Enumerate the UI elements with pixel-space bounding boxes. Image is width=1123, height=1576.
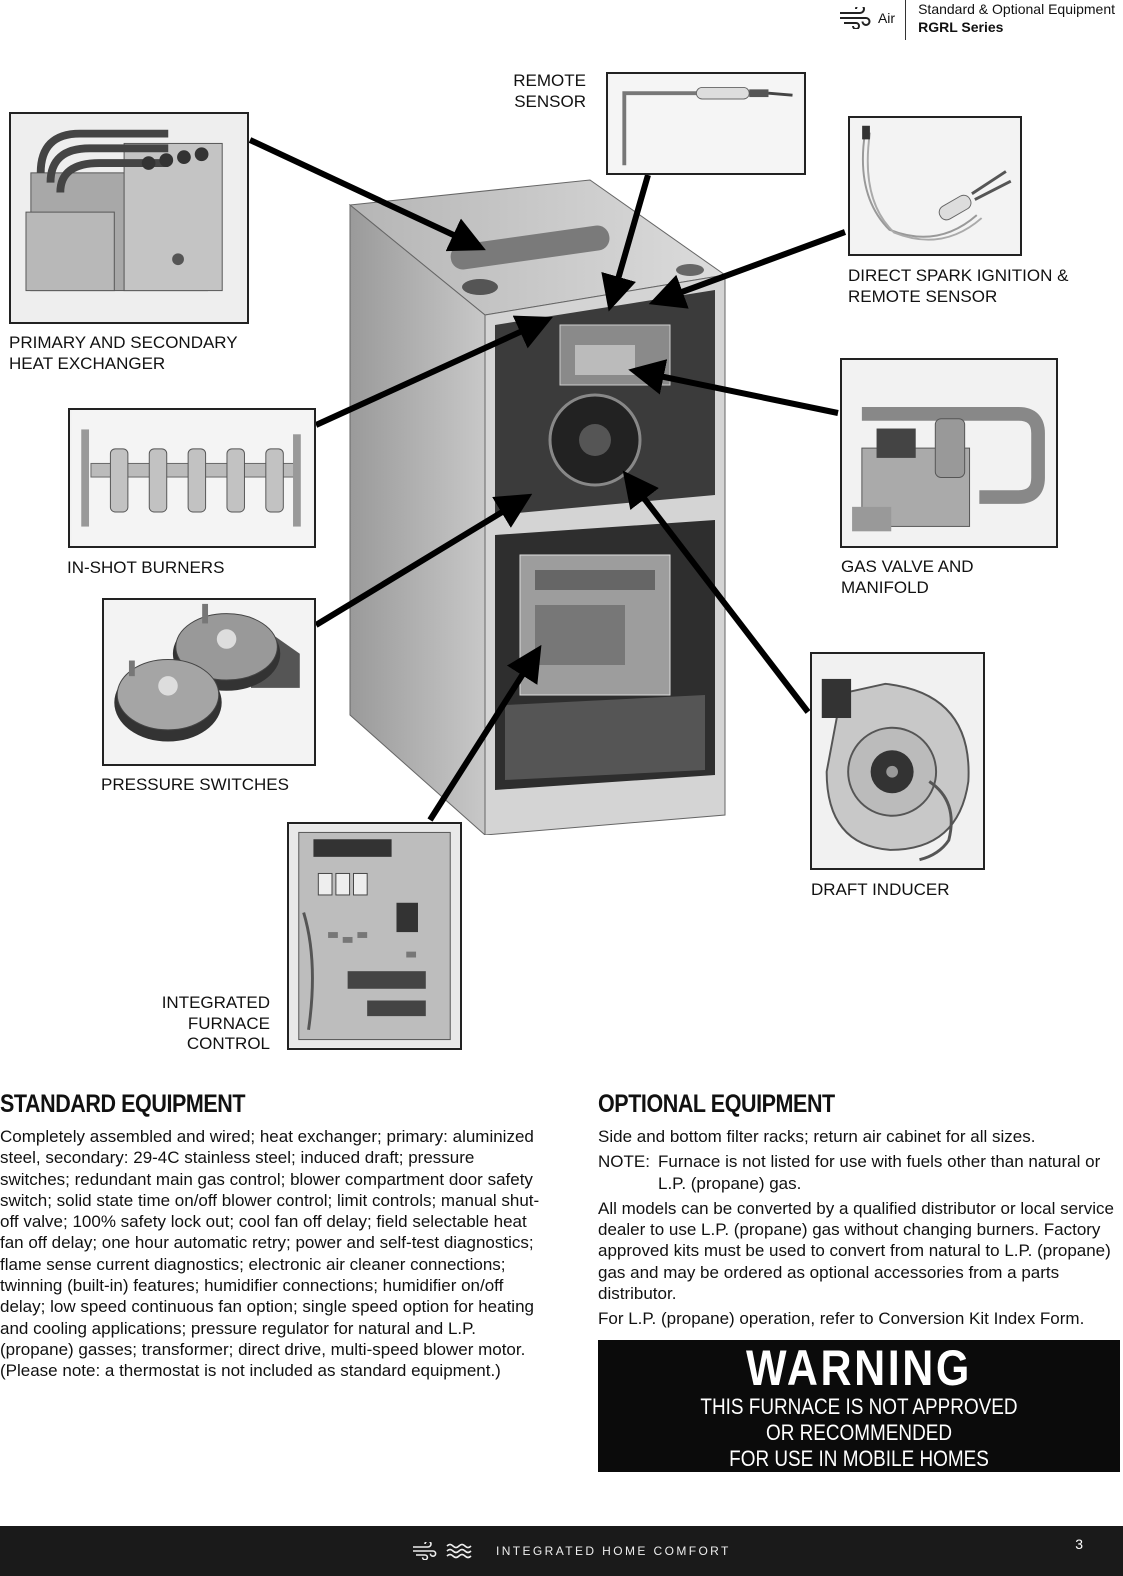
label-spark-ignition: DIRECT SPARK IGNITION & REMOTE SENSOR [848,266,1069,306]
label-heat-exchanger: PRIMARY AND SECONDARY HEAT EXCHANGER [9,333,238,373]
remote-sensor-photo [606,72,806,175]
wind-icon [839,7,871,29]
optional-equipment-text: Side and bottom filter racks; return air… [598,1126,1123,1334]
footer-brand: INTEGRATED HOME COMFORT [496,1544,731,1558]
note-key: NOTE: [598,1152,650,1172]
optional-equipment-heading: OPTIONAL EQUIPMENT [598,1090,835,1118]
label-draft-inducer: DRAFT INDUCER [811,880,950,899]
burners-photo [68,408,316,548]
header-title: Standard & Optional Equipment [918,1,1115,17]
standard-equipment-text: Completely assembled and wired; heat exc… [0,1127,540,1381]
label-pressure-switches: PRESSURE SWITCHES [101,775,289,794]
optional-p2: All models can be converted by a qualifi… [598,1198,1114,1304]
warning-line: THIS FURNACE IS NOT APPROVED [700,1394,1018,1419]
spark-ignition-photo [848,116,1022,256]
warning-box: WARNING THIS FURNACE IS NOT APPROVED OR … [598,1340,1120,1472]
category-tag: Air [838,0,905,36]
label-gas-valve: GAS VALVE AND MANIFOLD [841,557,974,597]
warning-line: FOR USE IN MOBILE HOMES [729,1446,989,1471]
standard-equipment-heading: STANDARD EQUIPMENT [0,1090,246,1118]
label-burners: IN-SHOT BURNERS [67,558,225,577]
draft-inducer-photo [810,652,985,870]
category-label: Air [877,10,896,26]
gas-valve-photo [840,358,1058,548]
page-header: Air Standard & Optional Equipment RGRL S… [838,0,1115,42]
optional-note: NOTE: Furnace is not listed for use with… [598,1151,1123,1194]
label-furnace-control: INTEGRATED FURNACE CONTROL [161,993,270,1054]
heat-exchanger-photo [9,112,249,324]
header-divider [905,0,907,40]
page-number: 3 [1075,1536,1083,1552]
page-footer: INTEGRATED HOME COMFORT 3 [0,1526,1123,1576]
optional-p1: Side and bottom filter racks; return air… [598,1127,1036,1146]
furnace-photo [340,175,740,837]
optional-p3: For L.P. (propane) operation, refer to C… [598,1309,1085,1329]
warning-line: OR RECOMMENDED [765,1420,953,1445]
warning-title: WARNING [746,1340,972,1396]
wind-icon [413,1542,437,1560]
note-value: Furnace is not listed for use with fuels… [658,1152,1101,1193]
label-remote-sensor: REMOTE SENSOR [513,71,586,111]
header-series: RGRL Series [918,19,1004,36]
pressure-switches-photo [102,598,316,766]
furnace-control-photo [287,822,462,1050]
wave-icon [446,1543,472,1559]
